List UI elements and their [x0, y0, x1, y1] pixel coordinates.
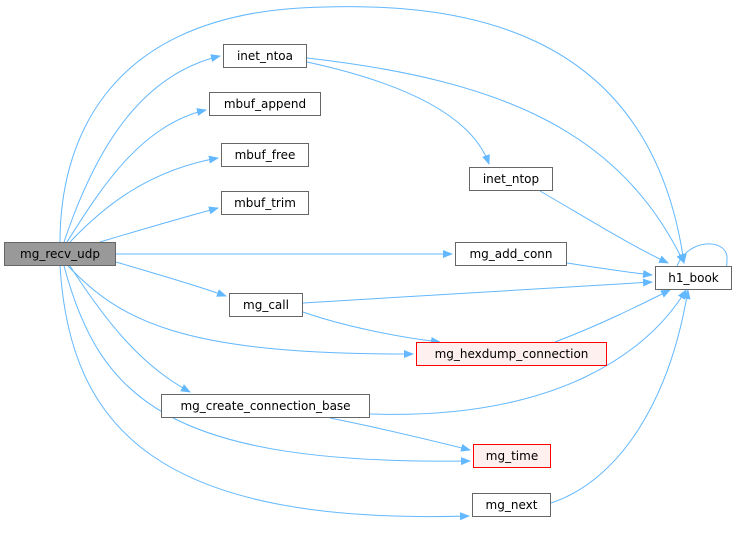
- edge-inet-ntoa-to-inet-ntop: [306, 61, 490, 165]
- edge-mg-create-connection-base-to-mg-time: [329, 417, 471, 452]
- edge-inet-ntop-to-h1-book: [539, 190, 669, 264]
- node-mbuf-free[interactable]: mbuf_free: [221, 143, 309, 167]
- node-mg-hexdump-connection[interactable]: mg_hexdump_connection: [416, 342, 607, 366]
- node-inet-ntoa[interactable]: inet_ntoa: [223, 44, 307, 68]
- edge-mg-next-to-h1-book: [550, 289, 691, 504]
- edge-inet-ntoa-to-h1-book: [306, 57, 685, 264]
- node-h1-book[interactable]: h1_book: [655, 266, 732, 290]
- node-mg-recv-udp[interactable]: mg_recv_udp: [4, 242, 116, 266]
- edge-mg-create-connection-base-to-h1-book: [369, 289, 687, 415]
- edge-mg-recv-udp-to-mg-hexdump-connection: [67, 265, 414, 359]
- edge-mg-recv-udp-to-mg-call: [115, 261, 227, 297]
- edge-mg-recv-udp-to-h1-book: [59, 6, 687, 264]
- node-mg-create-connection-base[interactable]: mg_create_connection_base: [161, 394, 370, 418]
- edge-mg-hexdump-connection-to-h1-book: [554, 289, 671, 343]
- edge-mg-recv-udp-to-mg-create-connection-base: [69, 265, 191, 393]
- edge-mg-recv-udp-to-inet-ntoa: [63, 54, 221, 243]
- node-mg-call[interactable]: mg_call: [229, 293, 303, 317]
- edge-mg-recv-udp-to-mbuf-free: [69, 155, 219, 243]
- node-mg-time[interactable]: mg_time: [473, 444, 551, 468]
- node-mg-add-conn[interactable]: mg_add_conn: [455, 242, 567, 266]
- node-inet-ntop[interactable]: inet_ntop: [469, 167, 553, 191]
- edge-mg-call-to-h1-book: [302, 278, 653, 304]
- edge-mg-add-conn-to-h1-book: [566, 262, 653, 278]
- edge-mg-recv-udp-to-mg-next: [59, 265, 470, 521]
- node-mbuf-append[interactable]: mbuf_append: [209, 92, 321, 116]
- node-mg-next[interactable]: mg_next: [472, 493, 551, 517]
- edge-mg-recv-udp-to-mbuf-append: [66, 108, 207, 243]
- edge-mg-recv-udp-to-mbuf-trim: [99, 206, 219, 243]
- edge-mg-call-to-mg-hexdump-connection: [302, 311, 441, 345]
- node-mbuf-trim[interactable]: mbuf_trim: [221, 191, 309, 215]
